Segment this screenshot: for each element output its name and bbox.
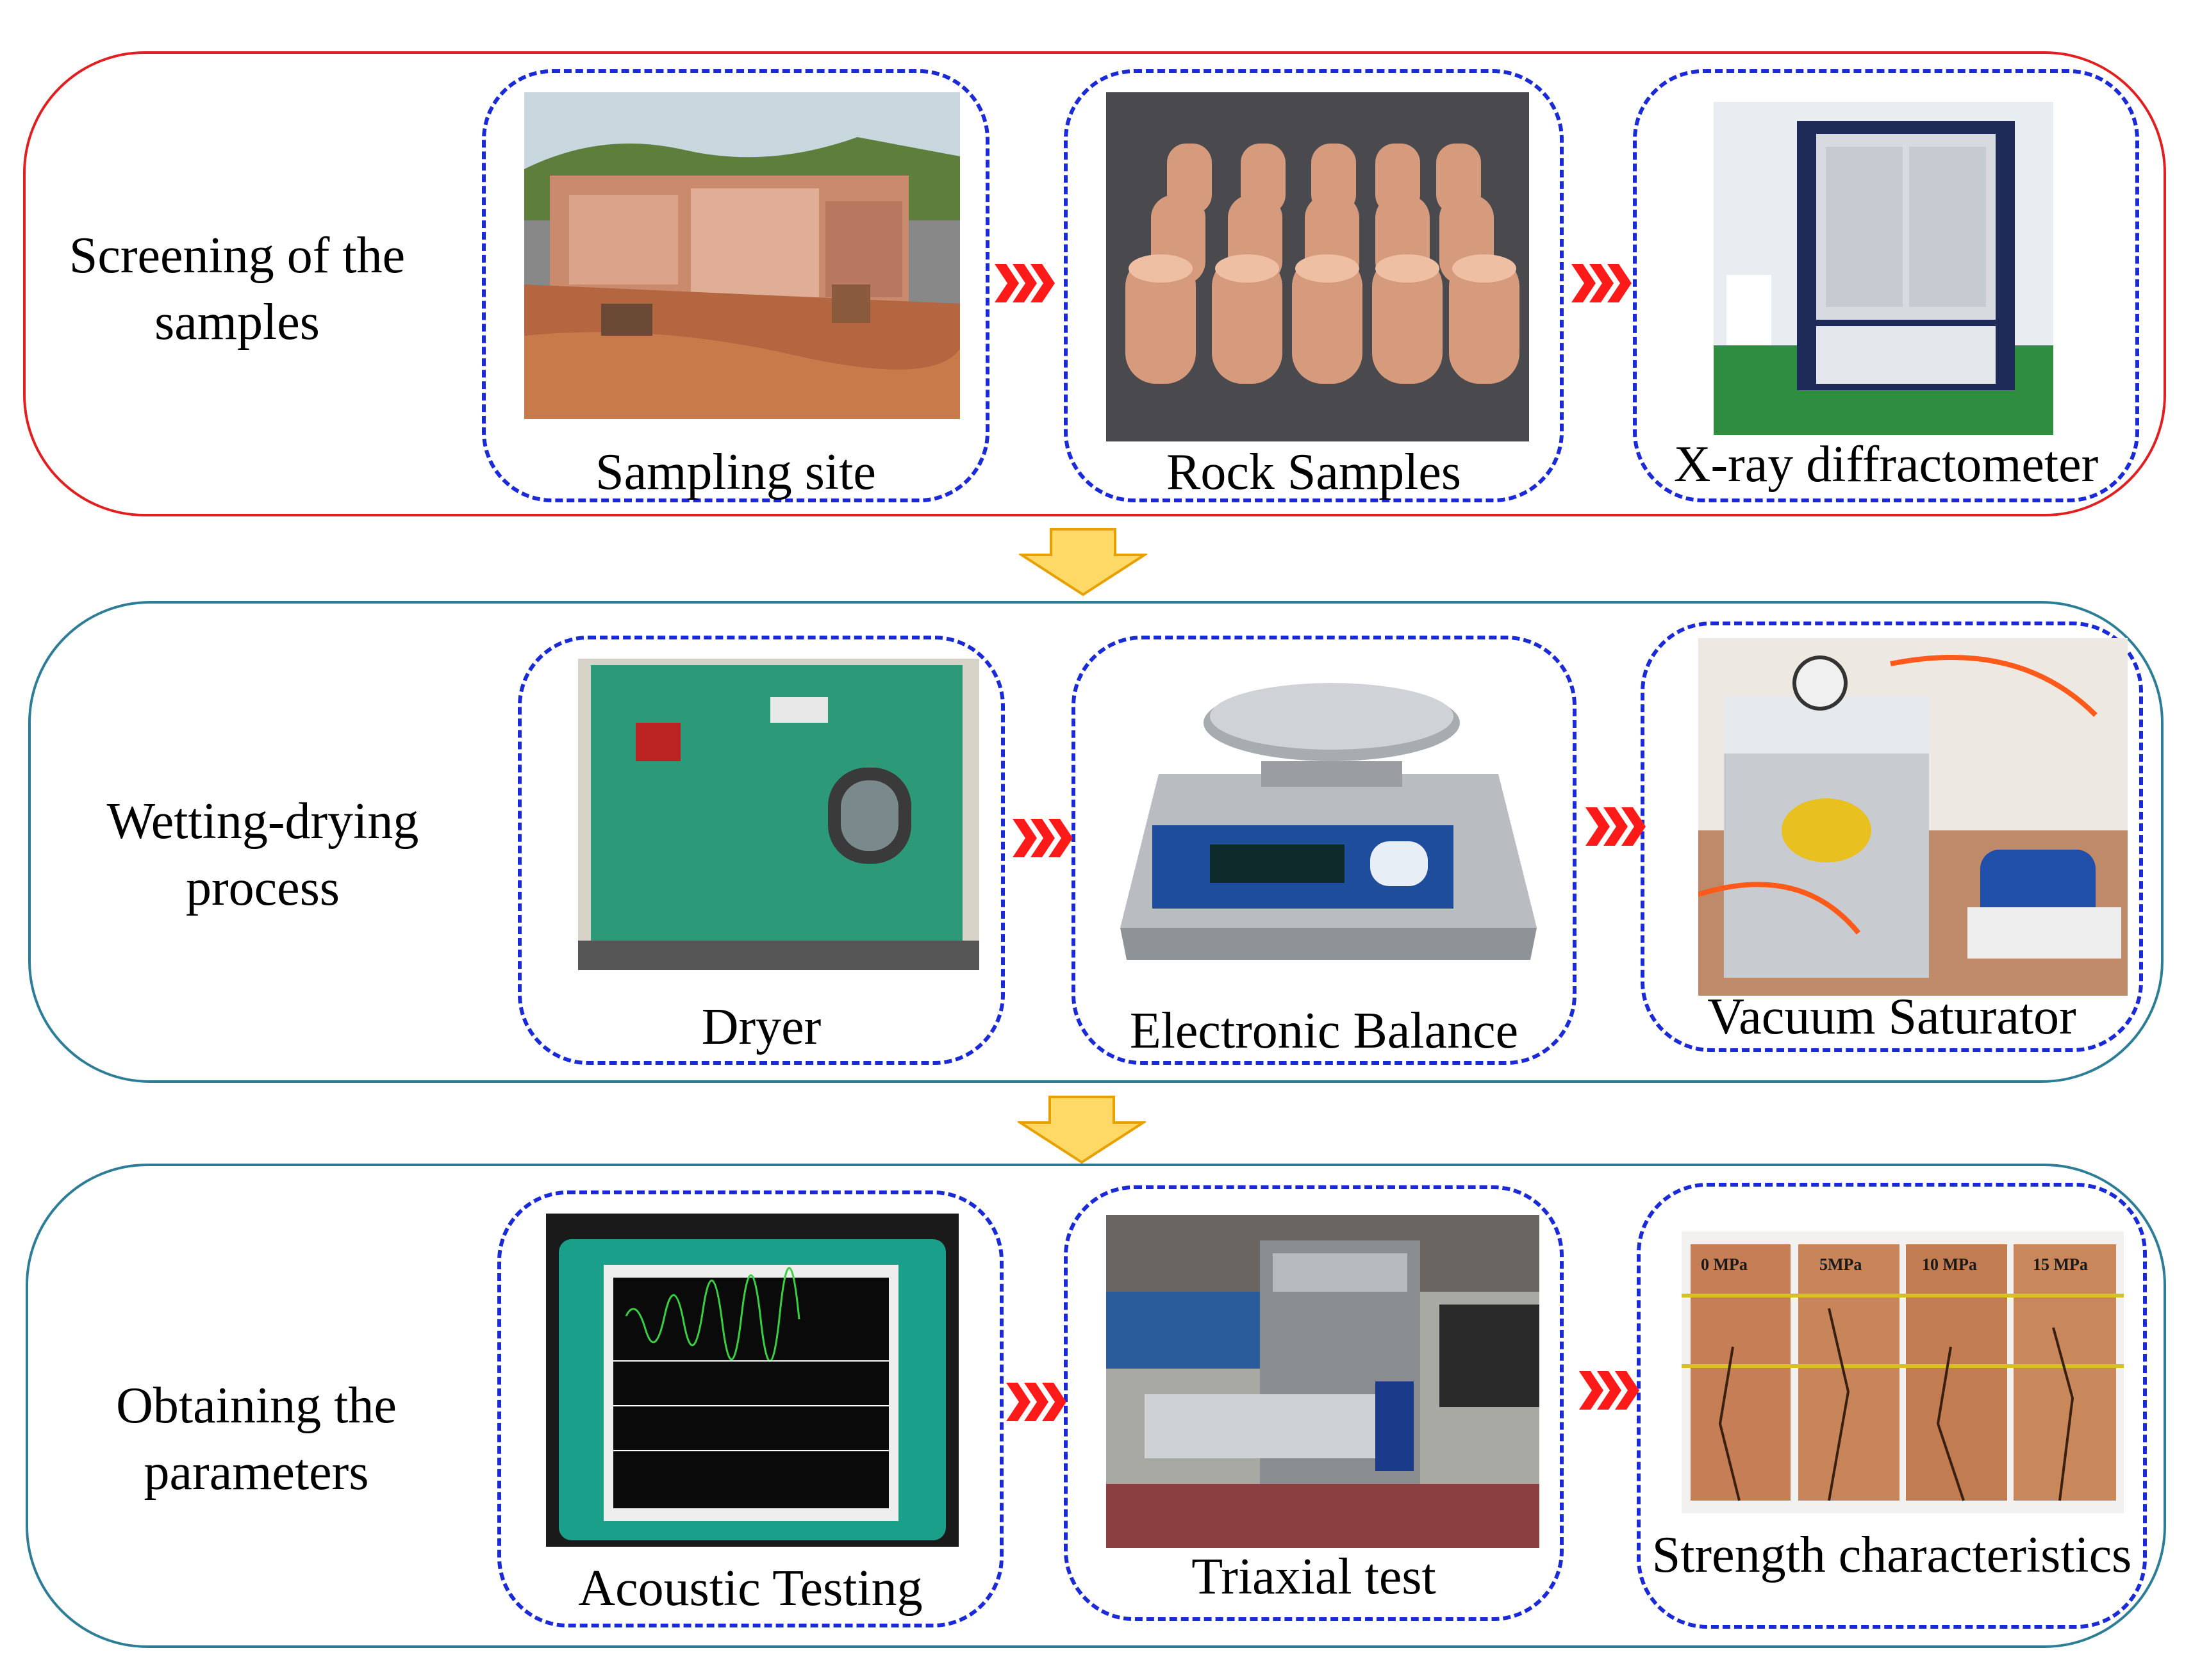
triple-chevron-right-icon	[1006, 1383, 1066, 1421]
row-wetting-label: Wetting-drying process	[106, 793, 419, 916]
step-sampling-site: Sampling site	[482, 69, 989, 502]
specimen-label: 10 MPa	[1922, 1255, 1977, 1274]
specimen-label: 15 MPa	[2033, 1255, 2088, 1274]
vacuum-saturator-photo	[1698, 638, 2128, 996]
row-parameters-frame	[26, 1164, 2166, 1648]
step-rock-samples: Rock Samples	[1064, 69, 1564, 502]
caption-xray-diffractometer: X-ray diffractometer	[1673, 436, 2099, 493]
step-dryer: Dryer	[518, 636, 1005, 1065]
row-screening-label: Screening of the samples	[69, 227, 406, 350]
step-strength-characteristics: 0 MPa 5MPa 10 MPa 15 MPa Strength charac…	[1637, 1183, 2147, 1629]
caption-vacuum-saturator: Vacuum Saturator	[1707, 989, 2076, 1045]
step-acoustic-testing: Acoustic Testing	[497, 1190, 1004, 1627]
caption-rock-samples: Rock Samples	[1166, 444, 1461, 500]
electronic-balance-photo	[1114, 659, 1543, 979]
caption-strength-characteristics: Strength characteristics	[1651, 1527, 2132, 1583]
down-arrow-icon	[1019, 528, 1147, 597]
step-vacuum-saturator: Vacuum Saturator	[1641, 622, 2143, 1052]
quarry-photo	[524, 92, 960, 419]
triple-chevron-right-icon	[1585, 807, 1646, 846]
step-xray-diffractometer: X-ray diffractometer	[1633, 69, 2139, 502]
triaxial-machine-photo	[1106, 1215, 1539, 1548]
caption-acoustic-testing: Acoustic Testing	[578, 1560, 923, 1617]
caption-electronic-balance: Electronic Balance	[1129, 1003, 1519, 1059]
specimen-label: 5MPa	[1819, 1255, 1862, 1274]
rock-cores-photo	[1106, 92, 1529, 441]
xray-diffractometer-photo	[1714, 102, 2053, 435]
triple-chevron-right-icon	[1013, 819, 1073, 857]
down-arrow-icon	[1018, 1096, 1146, 1164]
triple-chevron-right-icon	[995, 264, 1055, 302]
specimen-label: 0 MPa	[1701, 1255, 1748, 1274]
triple-chevron-right-icon	[1579, 1371, 1639, 1410]
caption-triaxial-test: Triaxial test	[1191, 1549, 1436, 1605]
drying-oven-photo	[578, 659, 979, 970]
step-triaxial-test: Triaxial test	[1064, 1185, 1564, 1621]
step-electronic-balance: Electronic Balance	[1072, 636, 1576, 1065]
row-wetting-frame	[28, 601, 2164, 1083]
caption-sampling-site: Sampling site	[595, 444, 876, 500]
caption-dryer: Dryer	[701, 999, 822, 1055]
acoustic-tester-photo	[546, 1214, 959, 1547]
row-parameters-label: Obtaining the parameters	[116, 1378, 397, 1501]
failed-specimens-photo: 0 MPa 5MPa 10 MPa 15 MPa	[1682, 1231, 2124, 1513]
row-screening-frame	[23, 51, 2166, 516]
triple-chevron-right-icon	[1571, 264, 1632, 302]
